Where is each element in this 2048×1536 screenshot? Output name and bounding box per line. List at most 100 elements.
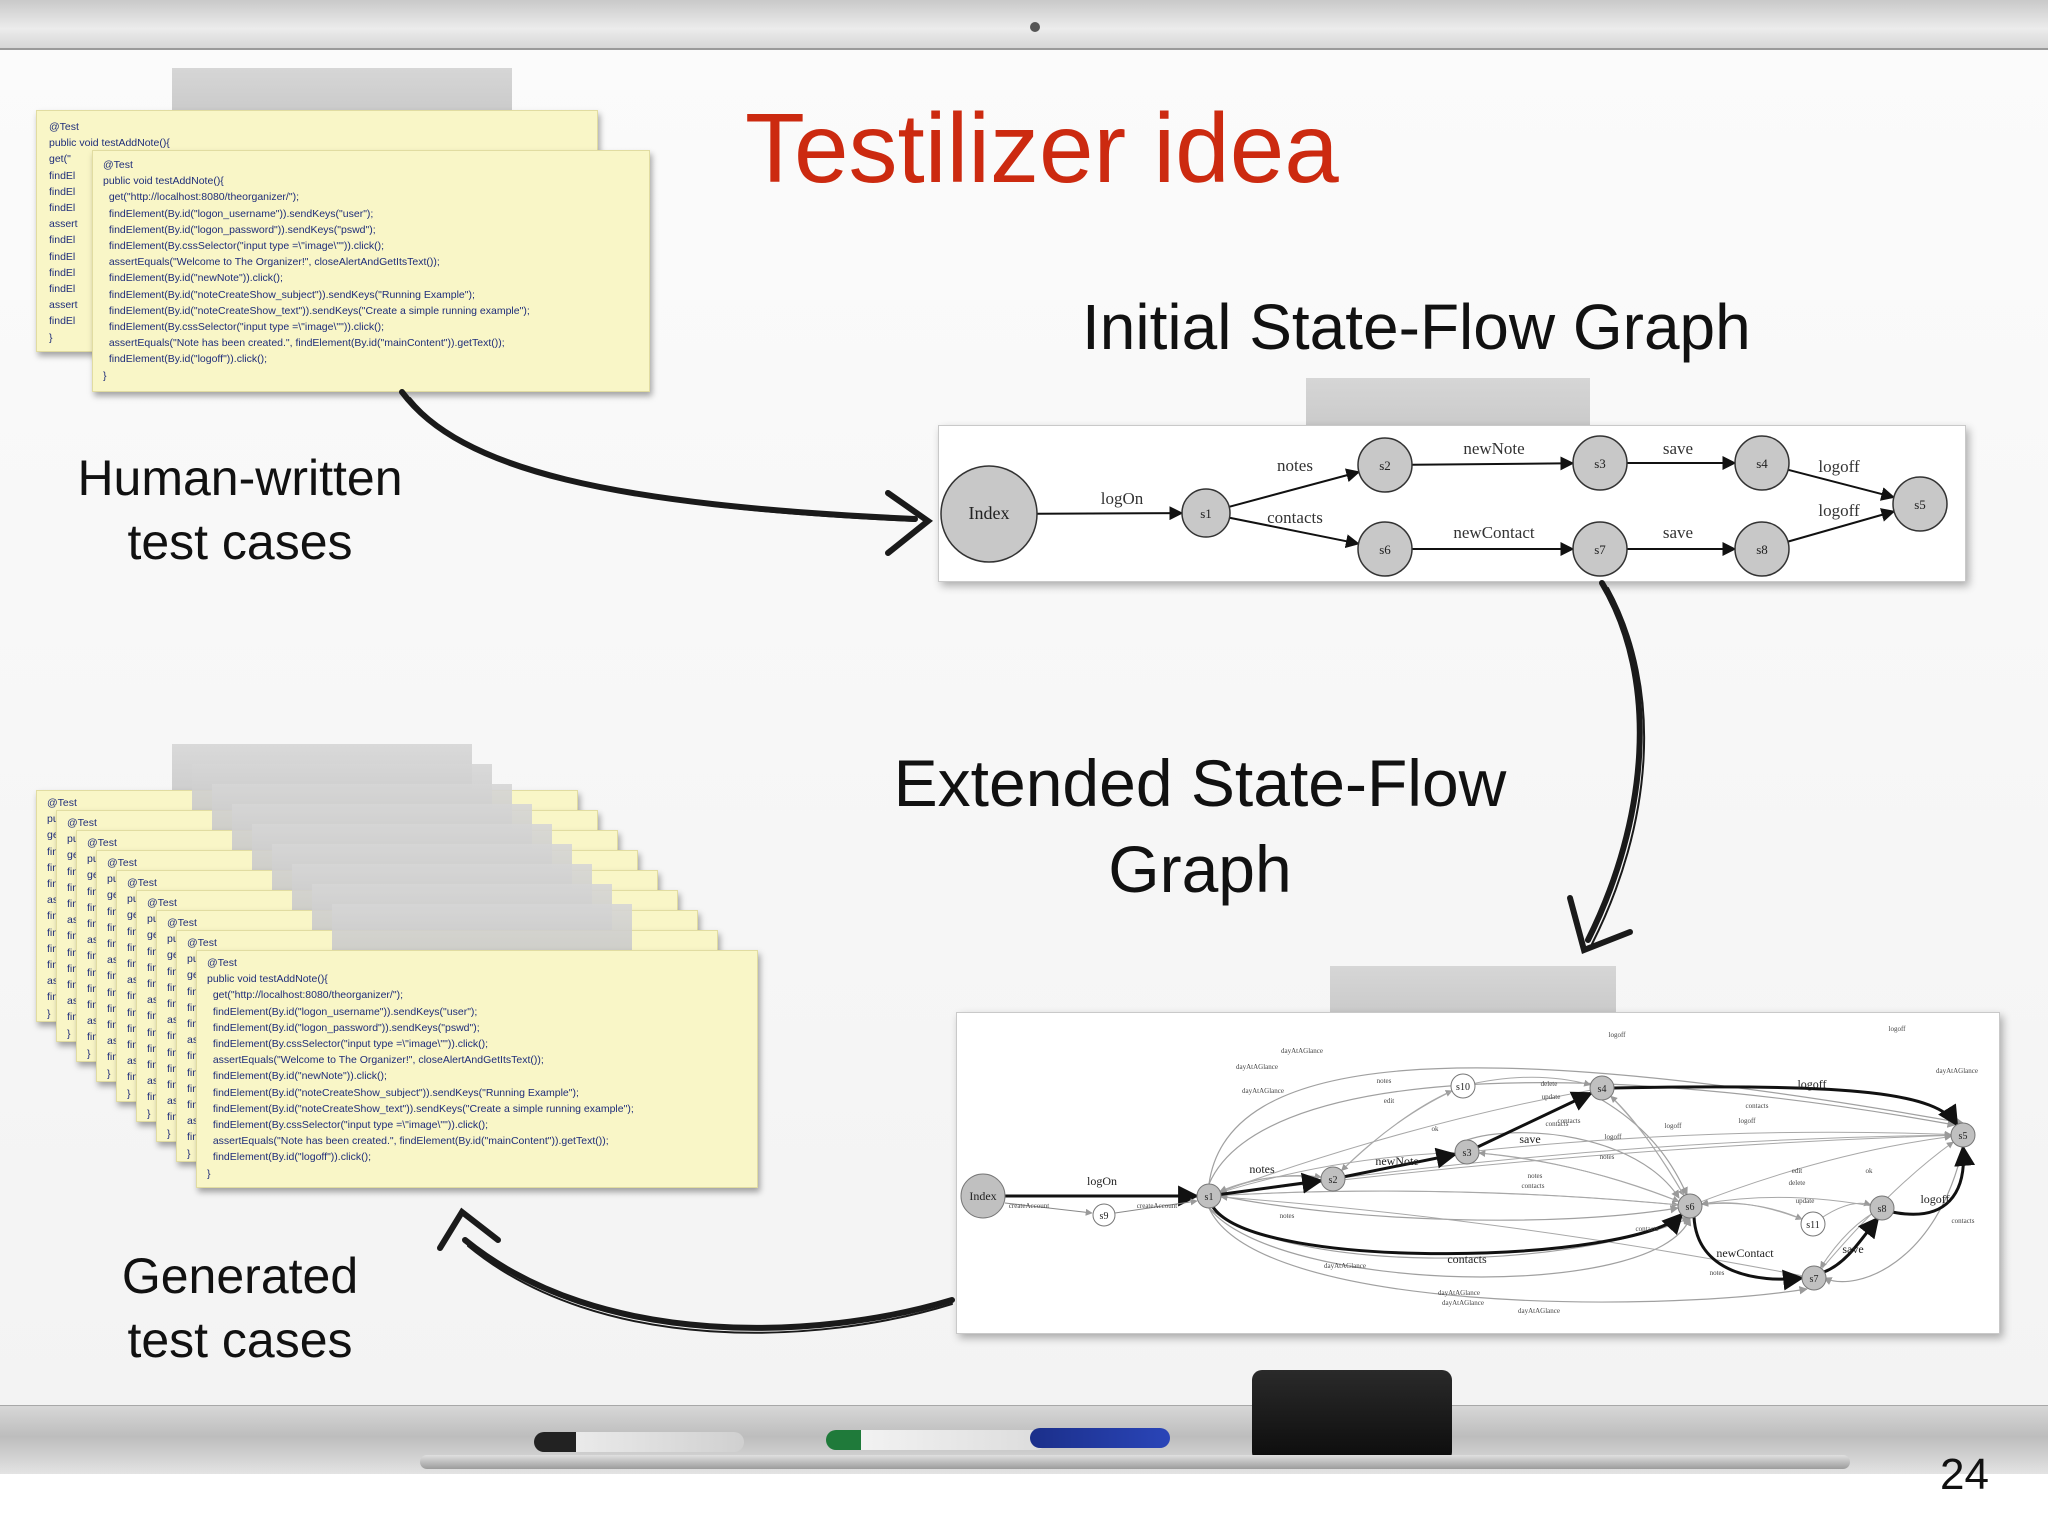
graph-edge [1220,1190,1691,1207]
edge-label: logoff [1920,1192,1949,1206]
generated-label: Generated test cases [40,1244,440,1372]
label-line: Generated [121,1248,359,1304]
edge-label-small: dayAtAGlance [1442,1299,1484,1307]
human-written-label: Human-written test cases [40,446,440,574]
graph-edge [1610,1095,1691,1207]
edge-label: contacts [1447,1252,1487,1266]
graph-edge [1208,1207,1692,1278]
edge-label: notes [1249,1162,1275,1176]
graph-node [1801,1265,1827,1291]
green-marker-icon [826,1430,1046,1450]
graph-edge [1220,1195,1679,1221]
label-line: Extended State-Flow [893,746,1507,820]
graph-edge [1219,1087,1603,1193]
edge-label-small: notes [1528,1172,1543,1180]
graph-node [1800,1211,1826,1237]
node-label: s6 [1686,1202,1695,1213]
graph-edge [1228,468,1361,508]
edge-label-small: notes [1377,1077,1392,1085]
blue-marker-icon [1030,1428,1170,1448]
edge-label: logOn [1101,489,1144,508]
edge-label: notes [1277,456,1313,475]
node-label: Index [969,1189,996,1203]
initial-graph-label: Initial State-Flow Graph [1082,291,1751,363]
edge-label: save [1519,1132,1540,1146]
graph-edge-bold [1477,1091,1594,1149]
graph-edge [1701,1199,1814,1225]
edge-label-small: logoff [1889,1025,1907,1033]
edge-label-small: ok [1432,1125,1440,1133]
black-marker-icon [534,1432,744,1452]
graph-edge-bold [1891,1144,1976,1216]
edge-label-small: dayAtAGlance [1438,1289,1480,1297]
node-label: s5 [1959,1131,1968,1142]
edge-label-small: edit [1384,1097,1395,1105]
test-code: @Test public void testAddNote(){ get("ht… [207,957,634,1180]
graph-edge [1208,1067,1964,1185]
edge-label-small: contacts [1522,1182,1545,1190]
frame-screw-icon [1030,22,1040,32]
extended-graph-label: Extended State-Flow Graph [820,740,1580,912]
node-label: s9 [1100,1211,1109,1222]
graph-edge-bold [1613,1085,1959,1127]
edge-label-small: ok [1866,1167,1874,1175]
graph-node [1734,521,1790,577]
graph-edge [1787,508,1896,543]
graph-node [1092,1203,1116,1227]
graph-edge [1036,506,1184,521]
tape-strip [172,68,512,114]
page-number: 24 [1940,1450,1989,1499]
graph-edge [1701,1196,1883,1209]
node-label: s4 [1598,1084,1607,1095]
node-label: s6 [1379,542,1391,557]
label-line: Human-written [77,450,403,506]
graph-edge [1411,456,1575,471]
graph-edge [1462,1076,1592,1087]
graph-node [960,1173,1006,1219]
node-label: s10 [1456,1082,1470,1093]
test-card-front: @Test public void testAddNote(){ get("ht… [92,150,650,392]
edge-label-small: dayAtAGlance [1242,1087,1284,1095]
edge-label: newContact [1716,1246,1774,1260]
graph-edge [1004,1202,1093,1216]
tape-strip [1306,378,1590,428]
graph-node [1450,1073,1476,1099]
tape-strip [332,904,632,950]
graph-node [1181,488,1231,538]
node-label: s1 [1205,1192,1214,1203]
graph-node [1357,521,1413,577]
eraser-icon [1252,1370,1452,1462]
edge-label: logoff [1818,457,1860,476]
node-label: s5 [1914,497,1926,512]
graph-node [1320,1166,1346,1192]
tape-strip [1330,966,1616,1014]
graph-edge [1823,1146,1964,1285]
label-line: test cases [127,1312,353,1368]
node-label: s2 [1379,458,1391,473]
edge-label-small: logoff [1605,1133,1623,1141]
edge-label-small: contacts [1558,1117,1581,1125]
edge-label-small: update [1796,1197,1815,1205]
node-label: s8 [1756,542,1768,557]
edge-label-small: logoff [1739,1117,1757,1125]
edge-label-small: createAccount [1009,1202,1049,1210]
graph-edge [1220,1193,1815,1279]
edge-label-small: edit [1792,1167,1803,1175]
slide-footer [0,1474,2048,1536]
edge-label-small: contacts [1636,1225,1659,1233]
graph-edge [1208,1132,1952,1197]
edge-label-small: contacts [1746,1102,1769,1110]
graph-node [1572,435,1628,491]
edge-label-small: delete [1541,1080,1558,1088]
edge-label-small: logoff [1609,1031,1627,1039]
node-label: s1 [1200,506,1212,521]
graph-edge [1229,516,1360,549]
graph-edge [1478,1149,1691,1207]
slide-title: Testilizer idea [745,93,1339,203]
graph-edge-bold [1220,1172,1324,1196]
edge-label-small: contacts [1546,1120,1569,1128]
edge-label-small: delete [1789,1179,1806,1187]
